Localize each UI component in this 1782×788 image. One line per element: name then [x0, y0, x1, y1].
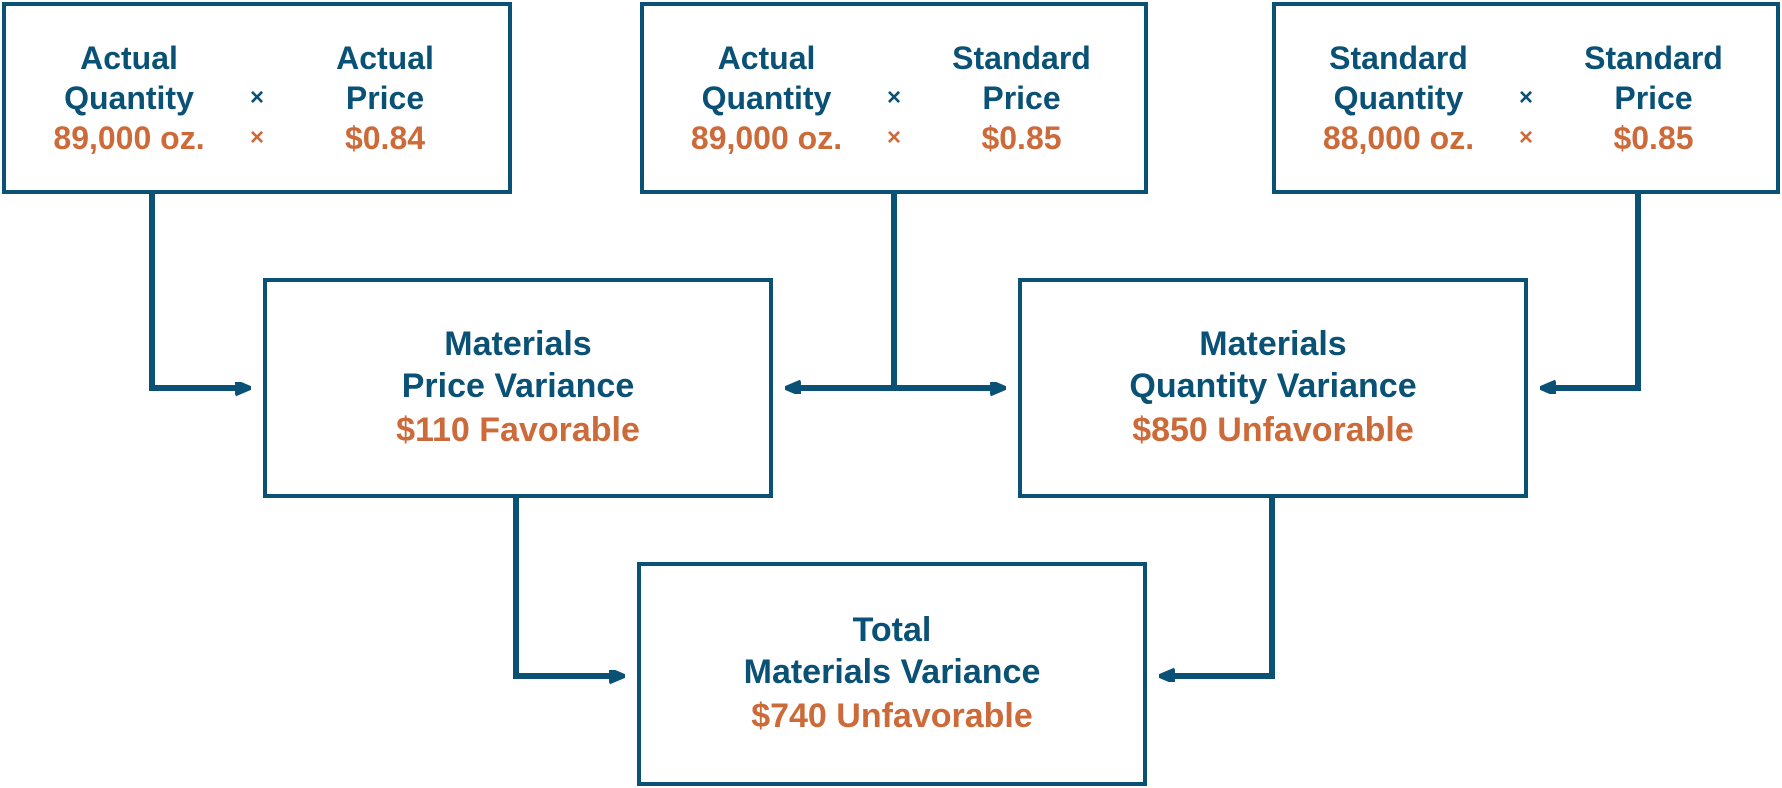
box-materials-price-variance: Materials Price Variance $110 Favorable	[263, 278, 773, 498]
left-label-line2: Quantity	[701, 80, 832, 116]
multiply-icon-label: ×	[1518, 84, 1533, 111]
box-standard-quantity-standard-price: Standard Standard Quantity × Price 88,00…	[1272, 2, 1780, 194]
box-actual-quantity-standard-price: Actual Standard Quantity × Price 89,000 …	[640, 2, 1148, 194]
connector-price-variance-to-total	[513, 498, 622, 676]
right-label-line2: Price	[345, 80, 425, 116]
multiply-icon-value: ×	[249, 124, 264, 151]
left-label-line2: Quantity	[64, 80, 194, 116]
variance-title-line2: Price Variance	[401, 367, 635, 405]
right-label-line1: Standard	[952, 40, 1091, 76]
multiply-icon-label: ×	[249, 84, 264, 111]
connector-quantity-variance-to-total	[1162, 498, 1275, 676]
factor-grid: Actual Actual Quantity × Price 89,000 oz…	[6, 38, 508, 158]
box-materials-quantity-variance: Materials Quantity Variance $850 Unfavor…	[1018, 278, 1528, 498]
left-label-line1: Actual	[717, 40, 816, 76]
variance-title-line1: Total	[852, 611, 932, 649]
connector-aq-ap-to-price-variance	[149, 194, 248, 388]
multiply-icon-label: ×	[886, 84, 901, 111]
variance-title-line2: Quantity Variance	[1129, 367, 1417, 405]
left-label-line2: Quantity	[1333, 80, 1464, 116]
left-value: 88,000 oz.	[1322, 120, 1475, 156]
right-value: $0.85	[1613, 120, 1694, 156]
connector-sq-sp-to-quantity-variance	[1543, 194, 1641, 388]
right-label-line2: Price	[982, 80, 1061, 116]
variance-amount: $740 Unfavorable	[751, 697, 1033, 735]
left-label-line1: Standard	[1329, 40, 1468, 76]
variance-amount: $850 Unfavorable	[1132, 411, 1414, 449]
left-label-line1: Actual	[80, 40, 178, 76]
variance-amount: $110 Favorable	[396, 411, 640, 449]
factor-grid: Standard Standard Quantity × Price 88,00…	[1276, 38, 1776, 158]
right-label-line1: Standard	[1584, 40, 1723, 76]
right-value: $0.85	[981, 120, 1062, 156]
variance-title-line1: Materials	[444, 325, 592, 363]
right-label-line2: Price	[1614, 80, 1693, 116]
left-value: 89,000 oz.	[53, 120, 205, 156]
right-label-line1: Actual	[336, 40, 434, 76]
multiply-icon-value: ×	[886, 124, 901, 151]
left-value: 89,000 oz.	[690, 120, 843, 156]
right-value: $0.84	[344, 120, 426, 156]
box-actual-quantity-actual-price: Actual Actual Quantity × Price 89,000 oz…	[2, 2, 512, 194]
variance-title-line2: Materials Variance	[743, 653, 1041, 691]
multiply-icon-value: ×	[1518, 124, 1533, 151]
box-total-materials-variance: Total Materials Variance $740 Unfavorabl…	[637, 562, 1147, 786]
variance-title-line1: Materials	[1199, 325, 1347, 363]
factor-grid: Actual Standard Quantity × Price 89,000 …	[644, 38, 1144, 158]
